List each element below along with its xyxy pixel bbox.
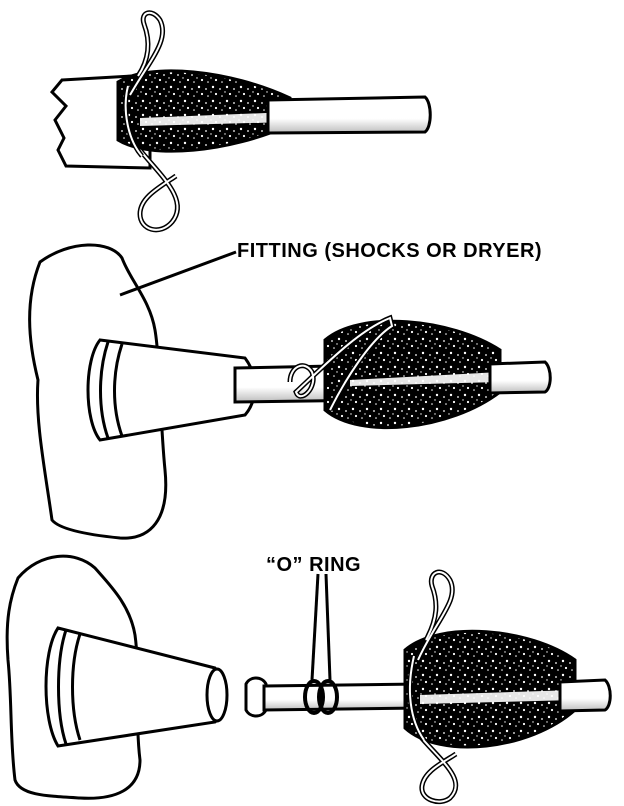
bulb-highlight: [420, 690, 575, 704]
fitting-label: FITTING (SHOCKS OR DRYER): [237, 240, 543, 262]
o-ring-label: “O” RING: [266, 554, 362, 576]
fitting-cone-ring-1: [57, 629, 68, 745]
metal-tube: [488, 360, 552, 395]
metal-tube: [266, 95, 432, 135]
fitting-cone-tip: [205, 667, 229, 723]
metal-tube: [262, 682, 422, 712]
fitting-cone-ring-2: [71, 633, 82, 741]
spring-clamp-bottom-inner: [419, 735, 457, 803]
metal-tube-out: [558, 678, 612, 713]
o-ring-leader-1: [310, 573, 320, 681]
figure-2-hose-on-fitting: [28, 243, 552, 540]
fitting-leader-line: [119, 250, 237, 297]
figure-1-clamp-wrapped-hose-end: [49, 10, 432, 233]
spring-clamp-bottom-inner: [138, 149, 179, 231]
o-ring-2: [317, 679, 339, 715]
fitting-cone-ring-1: [99, 341, 110, 439]
figure-3-hose-with-o-rings: [5, 554, 612, 804]
o-ring-1: [303, 679, 325, 715]
spring-clamp-loop-inner: [408, 655, 425, 741]
speckled-bulb: [116, 69, 292, 153]
spring-clamp-top-inner: [129, 11, 164, 96]
bulb-highlight: [140, 112, 290, 126]
o-ring-leader-2: [324, 573, 332, 681]
spring-clamp-loop-inner: [124, 85, 143, 157]
bulb-highlight: [350, 372, 500, 386]
spring-clamp-top-inner: [417, 571, 454, 661]
spring-clamp-inner: [289, 316, 394, 411]
speckled-bulb: [403, 629, 577, 749]
fitting-cone-ring-2: [113, 343, 124, 437]
